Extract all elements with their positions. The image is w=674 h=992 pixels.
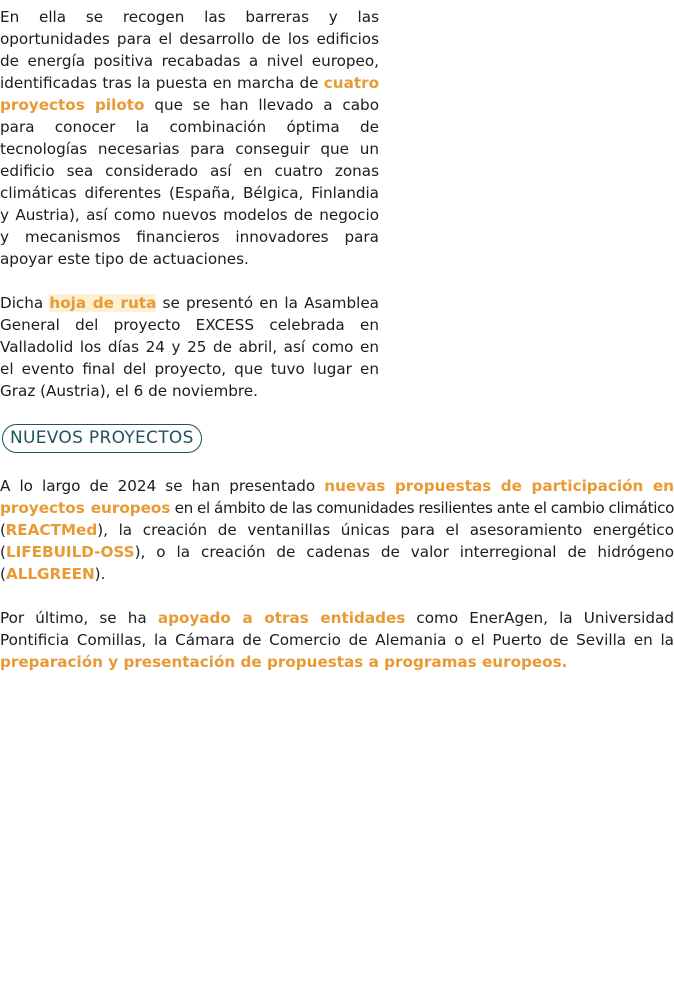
link-pilot-projects[interactable]: cuatro proyectos piloto [0,74,379,114]
paragraph-text: Por último, se ha [0,609,158,627]
paragraph-text: ). [94,565,106,583]
paragraph-new-proposals: A lo largo de 2024 se han presentado nue… [0,475,674,585]
link-reactmed[interactable]: REACTMed [5,521,98,539]
paragraph-text: se presentó en la Asamblea General del p… [0,294,379,400]
paragraph-barriers: En ella se recogen las barreras y las op… [0,6,379,270]
paragraph-text: en el ámbito de las comunidades resilien… [0,499,674,539]
paragraph-text: ), o la creación de cadenas de valor int… [0,543,674,583]
paragraph-text: En ella se recogen las barreras y las op… [0,8,379,92]
link-lifebuild-oss[interactable]: LIFEBUILD-OSS [5,543,135,561]
link-support-entities[interactable]: apoyado a otras entidades [157,609,406,627]
link-allgreen[interactable]: ALLGREEN [5,565,95,583]
paragraph-spacer [0,585,674,607]
paragraph-support: Por último, se ha apoyado a otras entida… [0,607,674,673]
document-page: En ella se recogen las barreras y las op… [0,6,674,673]
paragraph-text: que se han llevado a cabo para conocer l… [0,96,379,268]
section-heading-new-projects: NUEVOS PROYECTOS [2,424,202,453]
paragraph-text: ), la creación de ventanillas únicas par… [0,521,674,561]
paragraph-text: A lo largo de 2024 se han presentado [0,477,325,495]
paragraph-text: como EnerAgen, la Universidad Pontificia… [0,609,674,649]
paragraph-text: Dicha [0,294,50,312]
link-new-proposals[interactable]: nuevas propuestas de participación en pr… [0,477,674,517]
link-proposal-preparation[interactable]: preparación y presentación de propuestas… [0,653,568,671]
paragraph-spacer [0,270,674,292]
paragraph-roadmap: Dicha hoja de ruta se presentó en la Asa… [0,292,379,402]
link-roadmap[interactable]: hoja de ruta [49,294,157,312]
